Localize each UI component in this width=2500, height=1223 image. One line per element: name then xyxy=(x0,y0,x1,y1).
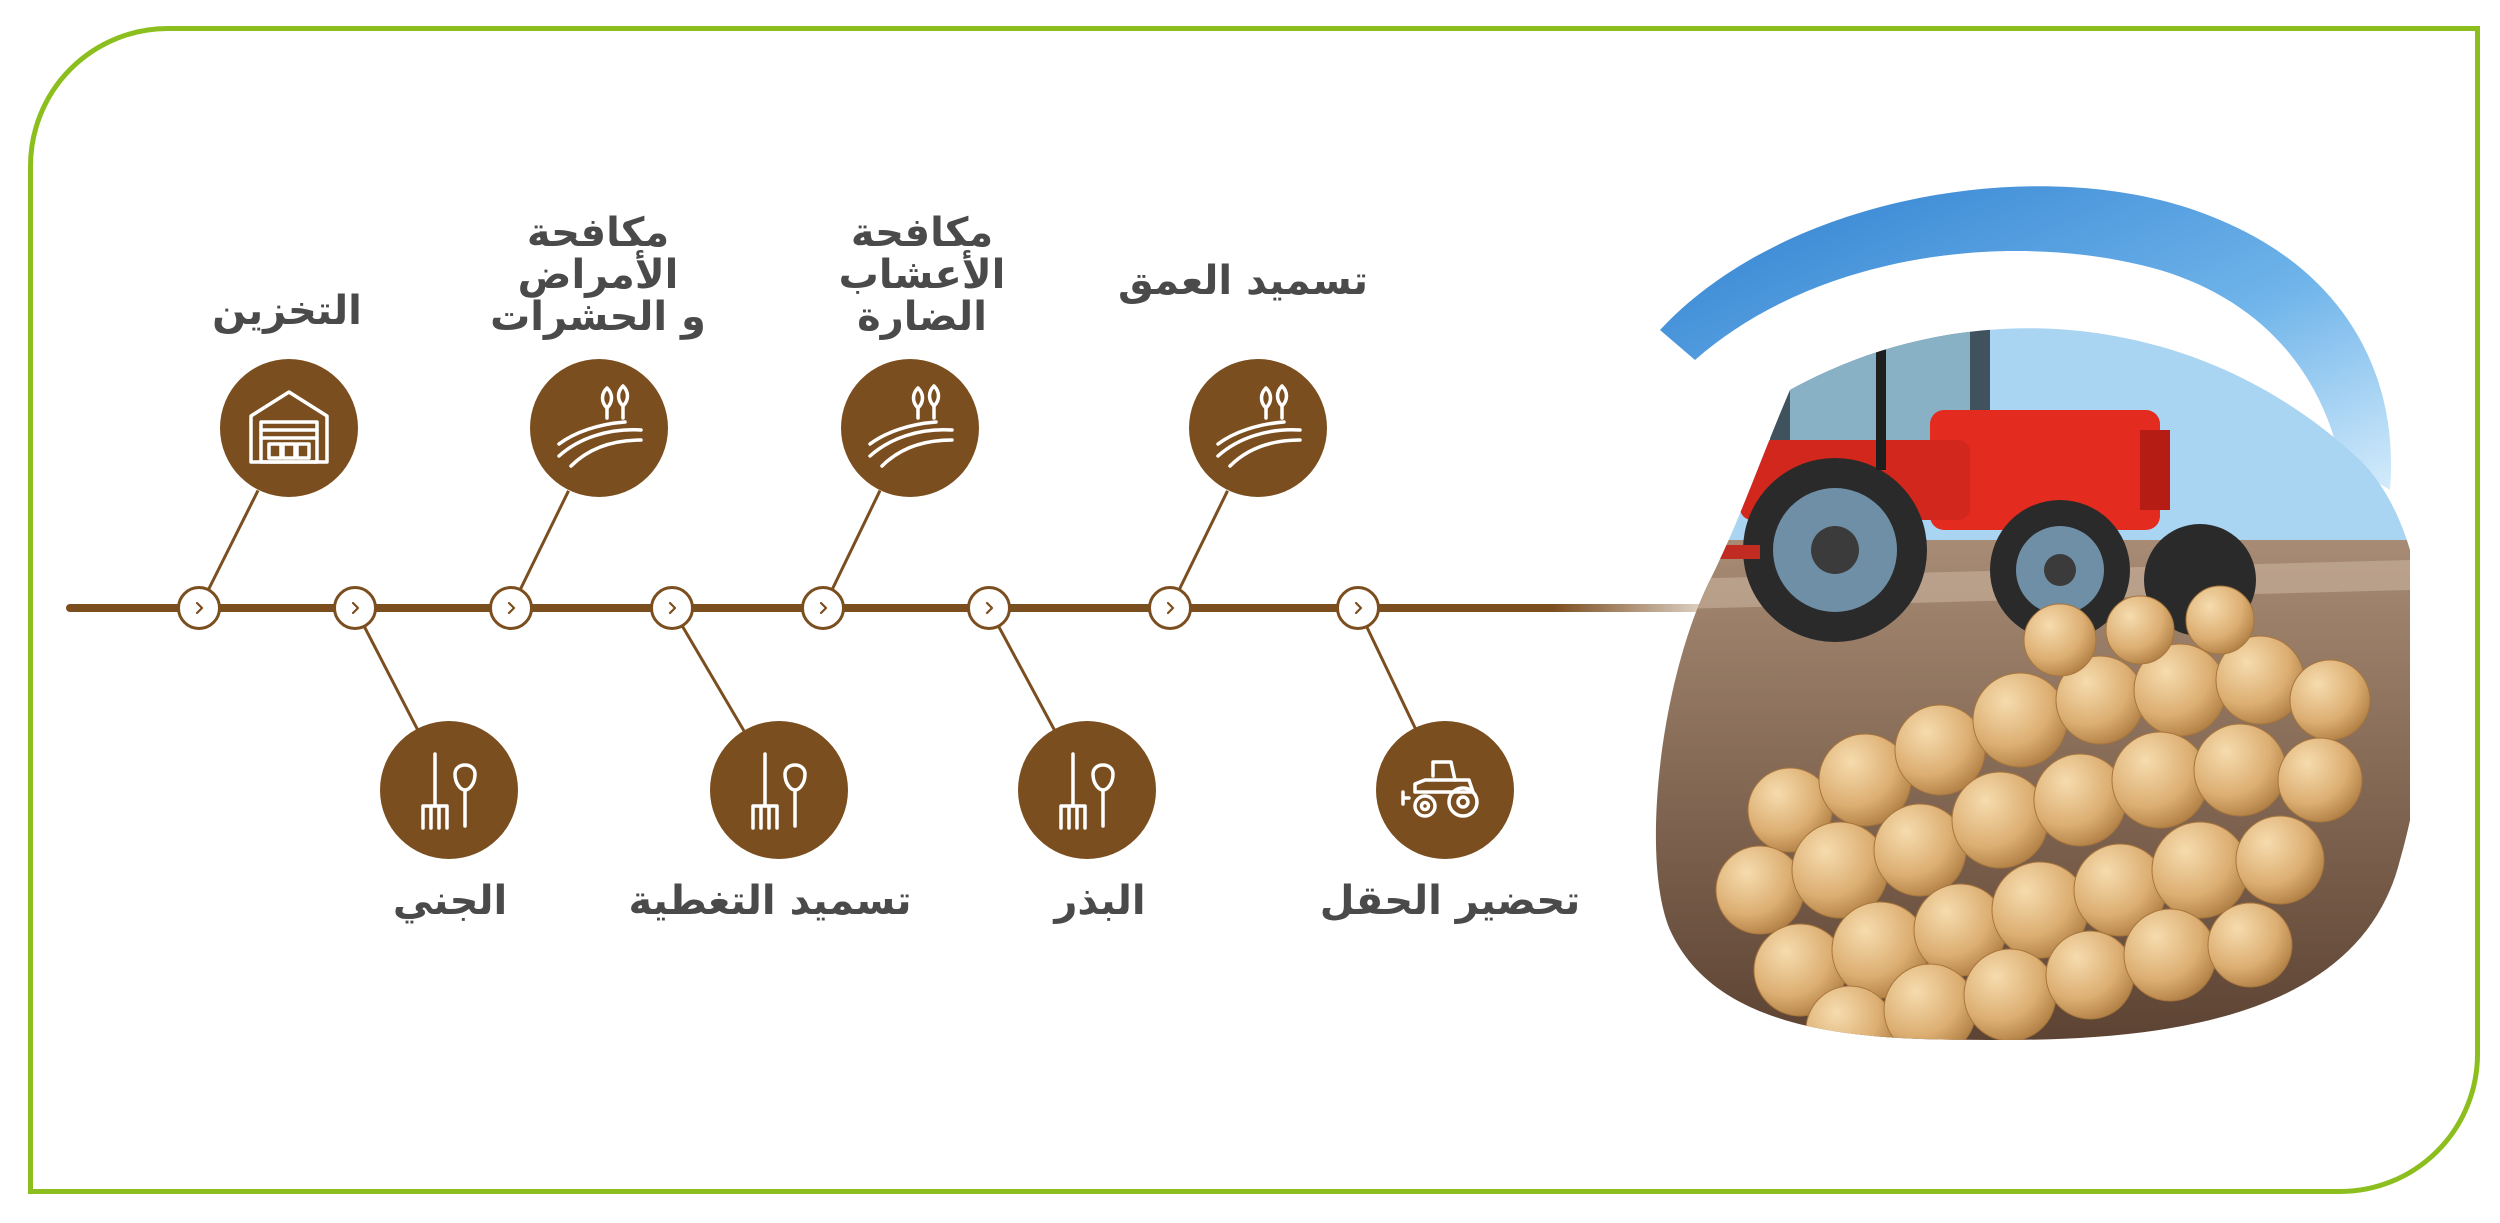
stage-label-harvest: الجني xyxy=(392,878,508,924)
timeline-node-field_prep[interactable] xyxy=(1336,586,1380,630)
timeline-node-weed_control[interactable] xyxy=(801,586,845,630)
stage-icon-deep-fertilization xyxy=(1189,359,1327,497)
tractor-icon xyxy=(1401,760,1479,818)
stage-label-field-prep: تحضير الحقل xyxy=(1319,878,1581,924)
field-plants-icon xyxy=(1216,384,1302,468)
chevron-right-icon xyxy=(1166,601,1175,615)
timeline-node-disease_pest_control[interactable] xyxy=(489,586,533,630)
timeline-node-storage[interactable] xyxy=(177,586,221,630)
diagram-frame xyxy=(28,26,2480,1194)
timeline-node-sowing[interactable] xyxy=(967,586,1011,630)
fork-shovel-icon xyxy=(751,752,807,830)
chevron-right-icon xyxy=(351,601,360,615)
stage-icon-sowing xyxy=(1018,721,1156,859)
stage-icon-field-prep xyxy=(1376,721,1514,859)
field-plants-icon xyxy=(557,384,643,468)
chevron-right-icon xyxy=(1354,601,1363,615)
stage-icon-storage xyxy=(220,359,358,497)
chevron-right-icon xyxy=(195,601,204,615)
fork-shovel-icon xyxy=(421,752,477,830)
timeline-node-harvest[interactable] xyxy=(333,586,377,630)
chevron-right-icon xyxy=(507,601,516,615)
stage-label-top-dressing: تسميد التغطية xyxy=(628,878,912,924)
timeline-node-top_dressing[interactable] xyxy=(650,586,694,630)
stage-label-disease-pest-control: مكافحة الأمراض و الحشرات xyxy=(490,210,706,340)
chevron-right-icon xyxy=(668,601,677,615)
stage-label-weed-control: مكافحة الأعشاب الضارة xyxy=(838,210,1006,340)
warehouse-icon xyxy=(249,390,329,464)
fork-shovel-icon xyxy=(1059,752,1115,830)
stage-icon-disease-pest-control xyxy=(530,359,668,497)
stage-label-storage: التخزين xyxy=(212,288,362,334)
timeline-node-deep_fertilization[interactable] xyxy=(1148,586,1192,630)
stage-label-sowing: البذر xyxy=(1054,878,1146,924)
stage-icon-harvest xyxy=(380,721,518,859)
tractor-chickpeas-photo xyxy=(1655,186,2410,1040)
timeline-line xyxy=(66,604,1756,612)
stage-icon-weed-control xyxy=(841,359,979,497)
field-plants-icon xyxy=(868,384,954,468)
chevron-right-icon xyxy=(819,601,828,615)
stage-icon-top-dressing xyxy=(710,721,848,859)
chevron-right-icon xyxy=(985,601,994,615)
stage-label-deep-fertilization: تسميد العمق xyxy=(1117,258,1369,304)
